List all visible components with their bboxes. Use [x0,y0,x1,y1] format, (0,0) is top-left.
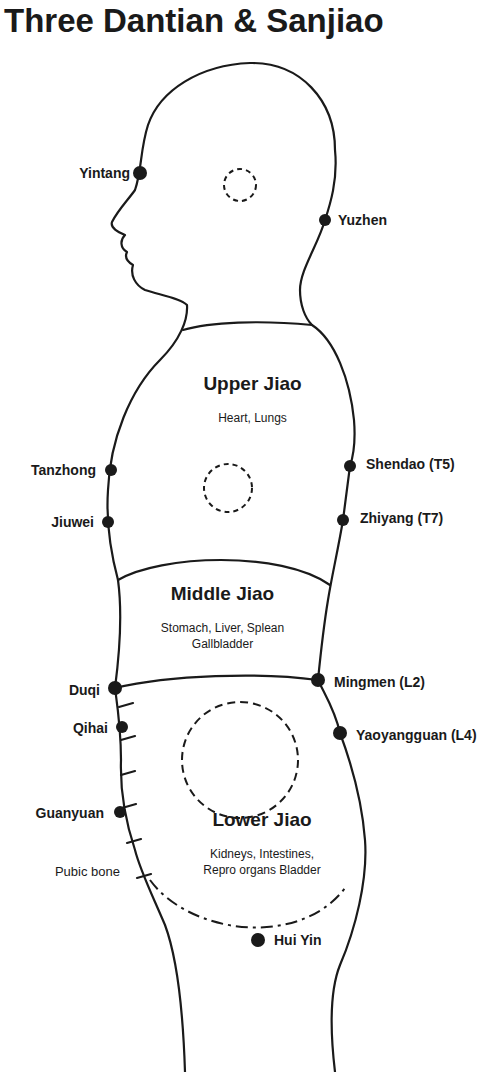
body-outline [107,63,365,1072]
neck-line [183,322,312,330]
point-dot [251,933,265,947]
point-label: Yaoyangguan (L4) [356,726,477,744]
tick-mark [122,804,136,808]
tick-mark [127,839,141,843]
tick-mark [121,736,135,740]
middle-lower-divider [115,676,318,688]
jiao-band: Middle JiaoStomach, Liver, Splean Gallbl… [120,582,325,677]
point-label: Yuzhen [338,211,387,229]
point-label: Duqi [69,681,100,699]
diagram-title: Three Dantian & Sanjiao [4,2,384,40]
point-dot [108,681,122,695]
point-dot [105,464,117,476]
point-dot [133,166,147,180]
point-label: Hui Yin [274,931,321,949]
point-label: Yintang [79,164,130,182]
tick-mark [121,771,135,775]
point-dot [311,673,325,687]
point-label: Guanyuan [36,804,104,822]
point-dot [319,214,331,226]
band-heading: Lower Jiao [212,808,311,832]
band-organs: Kidneys, Intestines, Repro organs Bladde… [197,846,327,878]
middle-dantian [204,464,252,512]
jiao-band: Lower JiaoKidneys, Intestines, Repro org… [172,808,352,918]
point-label: Zhiyang (T7) [360,509,443,527]
tick-mark [119,703,133,707]
lower-dantian [182,702,298,818]
pelvic-floor-line [150,880,345,927]
anatomy-label: Pubic bone [55,863,120,881]
band-organs: Stomach, Liver, Splean Gallbladder [148,620,298,652]
point-label: Qihai [73,719,108,737]
band-organs: Heart, Lungs [218,410,287,426]
point-label: Shendao (T5) [366,455,455,473]
point-dot [344,460,356,472]
band-heading: Upper Jiao [203,372,301,396]
point-label: Tanzhong [31,461,96,479]
point-label: Jiuwei [51,513,94,531]
upper-dantian [224,169,256,201]
jiao-band: Upper JiaoHeart, Lungs [140,372,365,482]
upper-middle-divider [118,560,330,585]
tick-mark [137,874,151,878]
point-dot [102,516,114,528]
point-dot [337,514,349,526]
point-dot [114,806,126,818]
point-label: Mingmen (L2) [334,673,425,691]
point-dot [116,721,128,733]
band-heading: Middle Jiao [171,582,274,606]
point-dot [333,726,347,740]
